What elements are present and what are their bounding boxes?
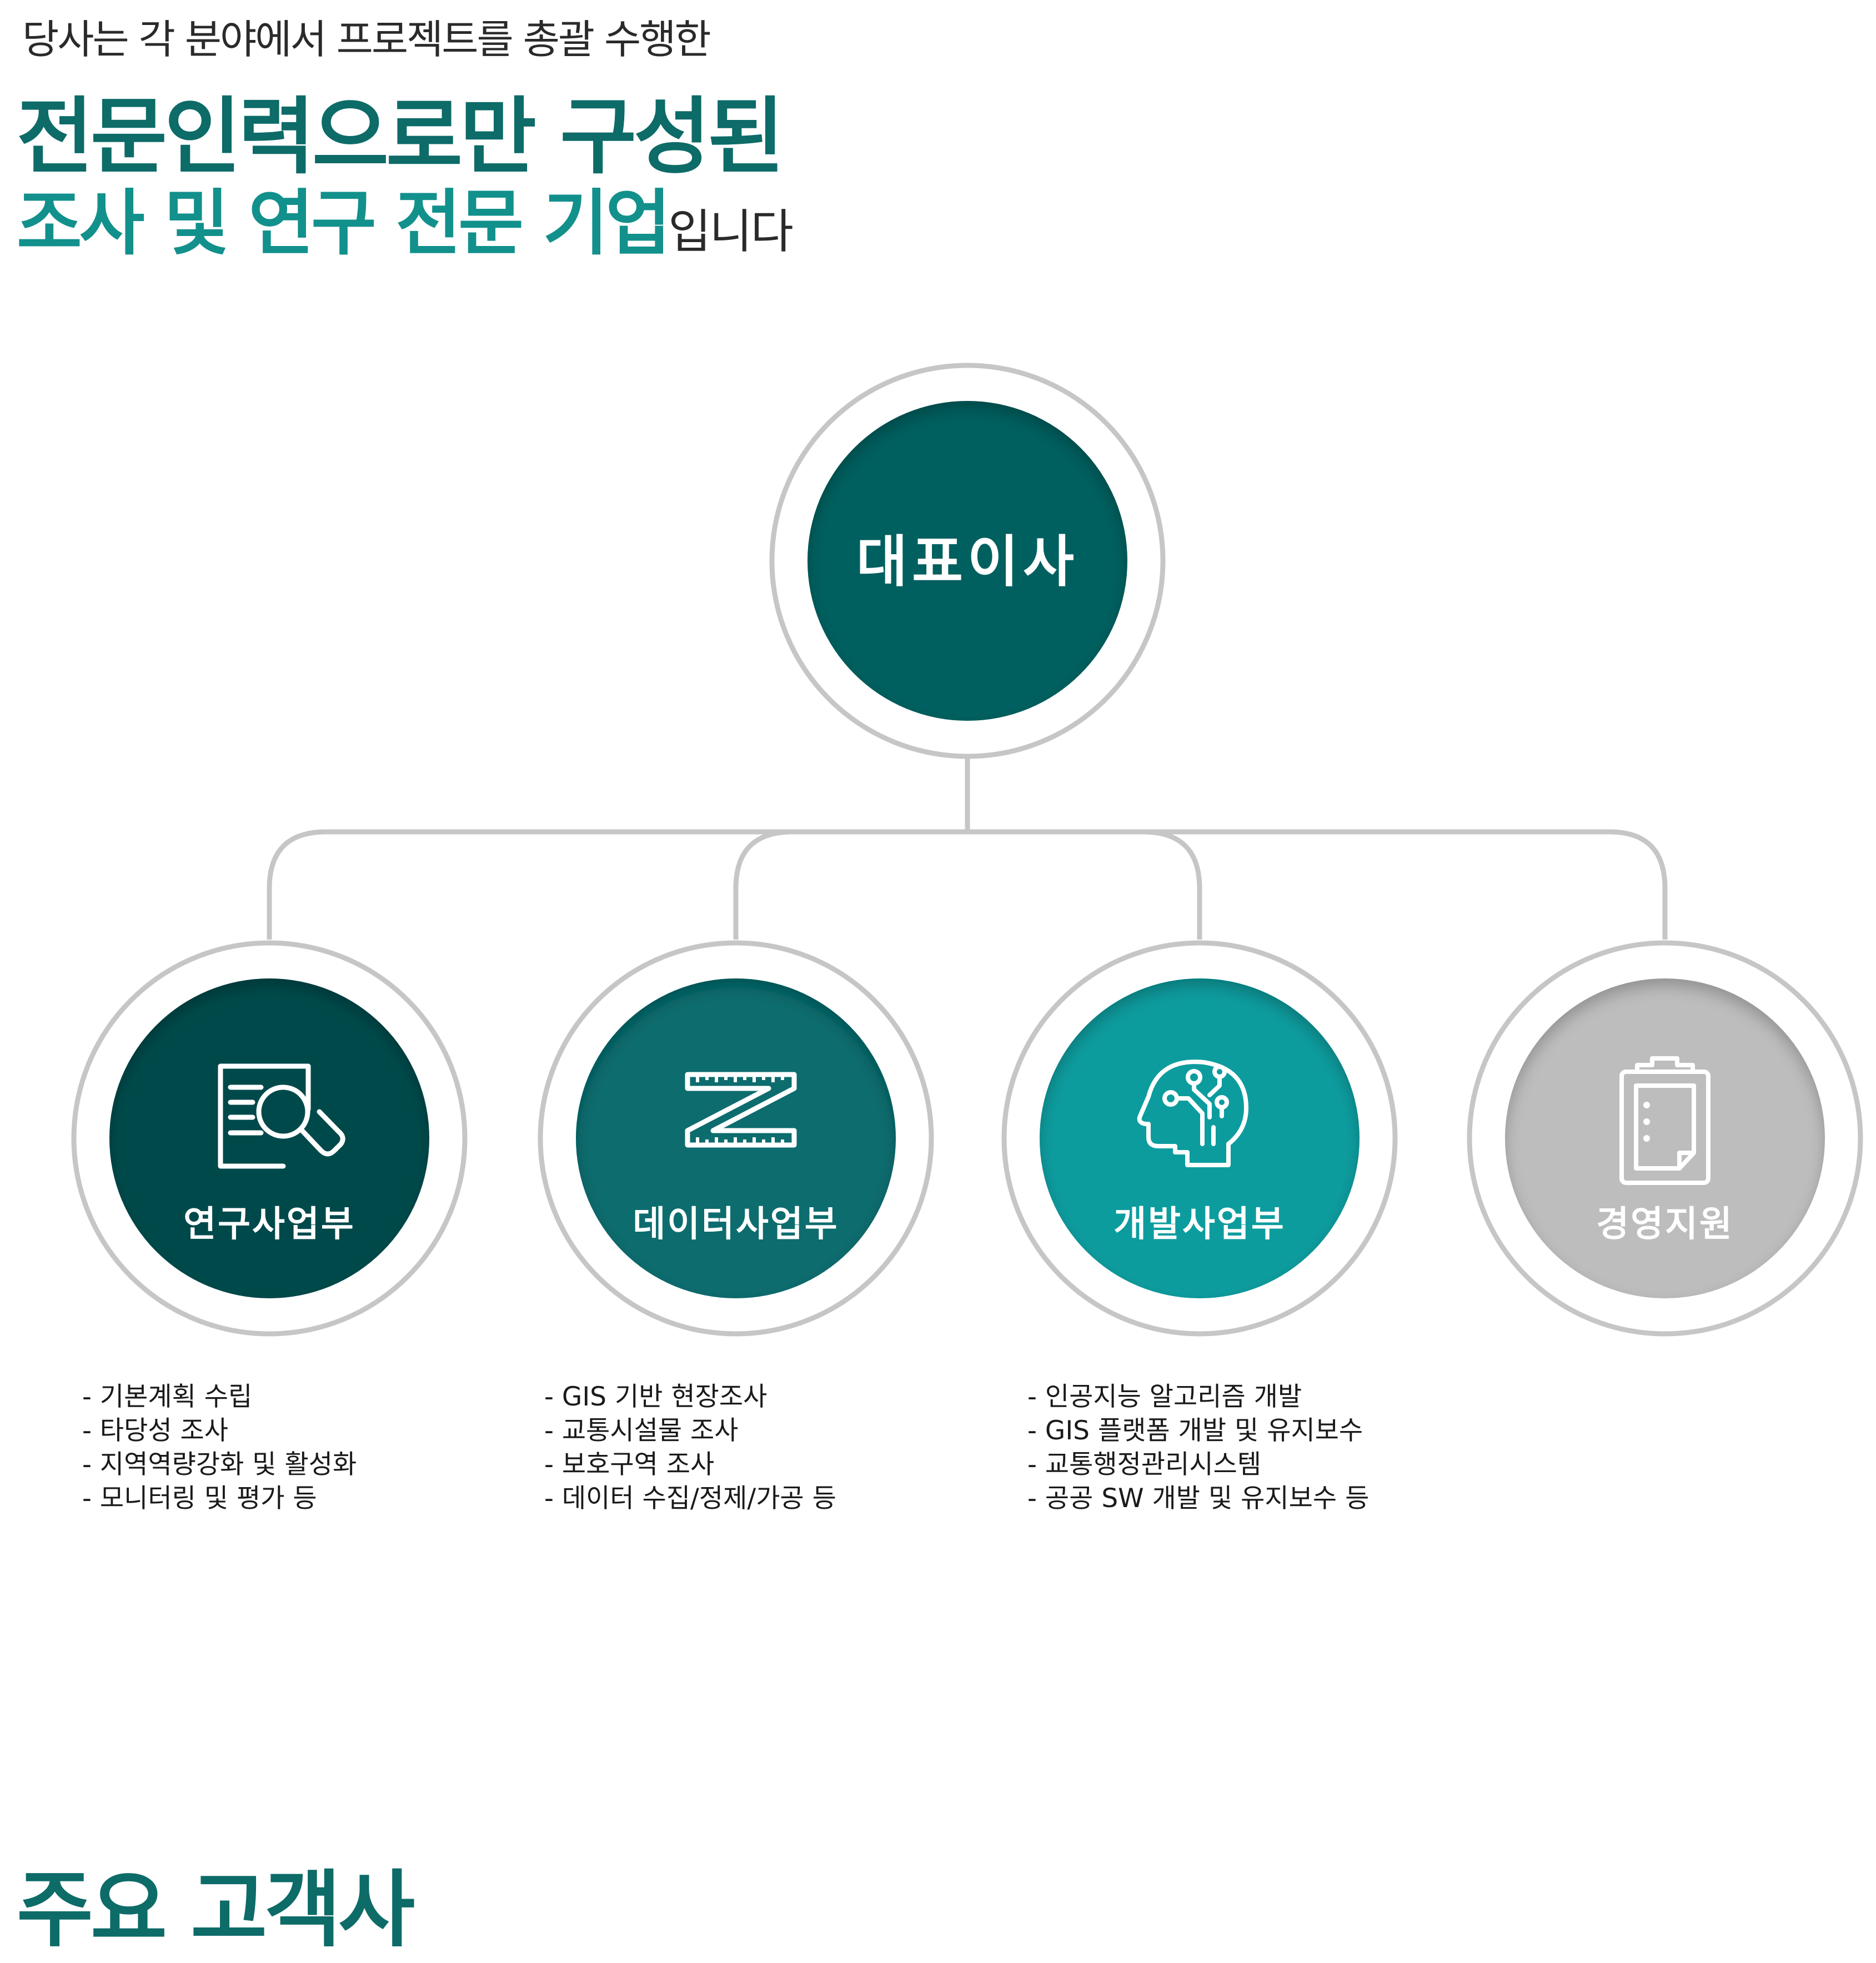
headline-primary: 전문인력으로만 구성된 (17, 89, 784, 185)
department-node-data: 데이터사업부 (538, 940, 934, 1337)
department-label: 경영지원 (1596, 1204, 1734, 1245)
task-item: - 교통시설물 조사 (544, 1415, 739, 1446)
department-label: 연구사업부 (183, 1204, 355, 1245)
department-task-list-research: - 기본계획 수립 - 타당성 조사 - 지역역량강화 및 활성화 - 모니터링… (82, 1380, 357, 1515)
org-chart: 대표이사 연구사업부 데이터사업부 (71, 363, 1863, 1337)
task-item: - 기본계획 수립 (82, 1382, 253, 1412)
task-item: - 교통행정관리시스템 (1027, 1449, 1262, 1480)
measuring-tape-icon (685, 1072, 797, 1148)
document-search-icon (218, 1063, 345, 1169)
department-disc (1505, 978, 1825, 1298)
section-title-clients: 주요 고객사 (17, 1862, 415, 1959)
task-item: - 공공 SW 개발 및 유지보수 등 (1027, 1483, 1370, 1514)
ceo-label: 대표이사 (856, 529, 1079, 594)
task-item: - GIS 기반 현장조사 (544, 1382, 768, 1412)
task-item: - GIS 플랫폼 개발 및 유지보수 (1027, 1415, 1363, 1446)
intro-text: 당사는 각 분야에서 프로젝트를 총괄 수행한 (22, 16, 711, 63)
department-node-management: 경영지원 (1467, 940, 1863, 1337)
task-item: - 지역역량강화 및 활성화 (82, 1449, 357, 1480)
department-label: 개발사업부 (1113, 1204, 1285, 1245)
org-connectors (267, 758, 1668, 940)
department-label: 데이터사업부 (633, 1204, 839, 1245)
task-item: - 모니터링 및 평가 등 (82, 1483, 317, 1514)
task-item: - 인공지능 알고리즘 개발 (1027, 1382, 1302, 1412)
headline-secondary-suffix: 입니다 (668, 204, 794, 259)
ceo-node: 대표이사 (769, 363, 1166, 759)
task-item: - 보호구역 조사 (544, 1449, 715, 1480)
task-item: - 타당성 조사 (82, 1415, 229, 1446)
department-task-list-data: - GIS 기반 현장조사 - 교통시설물 조사 - 보호구역 조사 - 데이터… (544, 1380, 836, 1515)
headline-secondary: 조사 및 연구 전문 기업입니다 (17, 165, 794, 268)
department-node-development: 개발사업부 (1001, 940, 1398, 1337)
ai-head-icon (1137, 1060, 1248, 1167)
task-item: - 데이터 수집/정제/가공 등 (544, 1483, 836, 1514)
clipboard-icon (1619, 1056, 1711, 1185)
connector-branch-inner (733, 829, 1202, 940)
headline-secondary-main: 조사 및 연구 전문 기업 (17, 182, 671, 265)
connector-branch-outer (267, 829, 1668, 940)
department-node-research: 연구사업부 (71, 940, 468, 1337)
ceo-disc (807, 401, 1127, 721)
department-task-list-development: - 인공지능 알고리즘 개발 - GIS 플랫폼 개발 및 유지보수 - 교통행… (1027, 1380, 1369, 1515)
department-disc (1040, 978, 1360, 1298)
department-disc (109, 978, 429, 1298)
